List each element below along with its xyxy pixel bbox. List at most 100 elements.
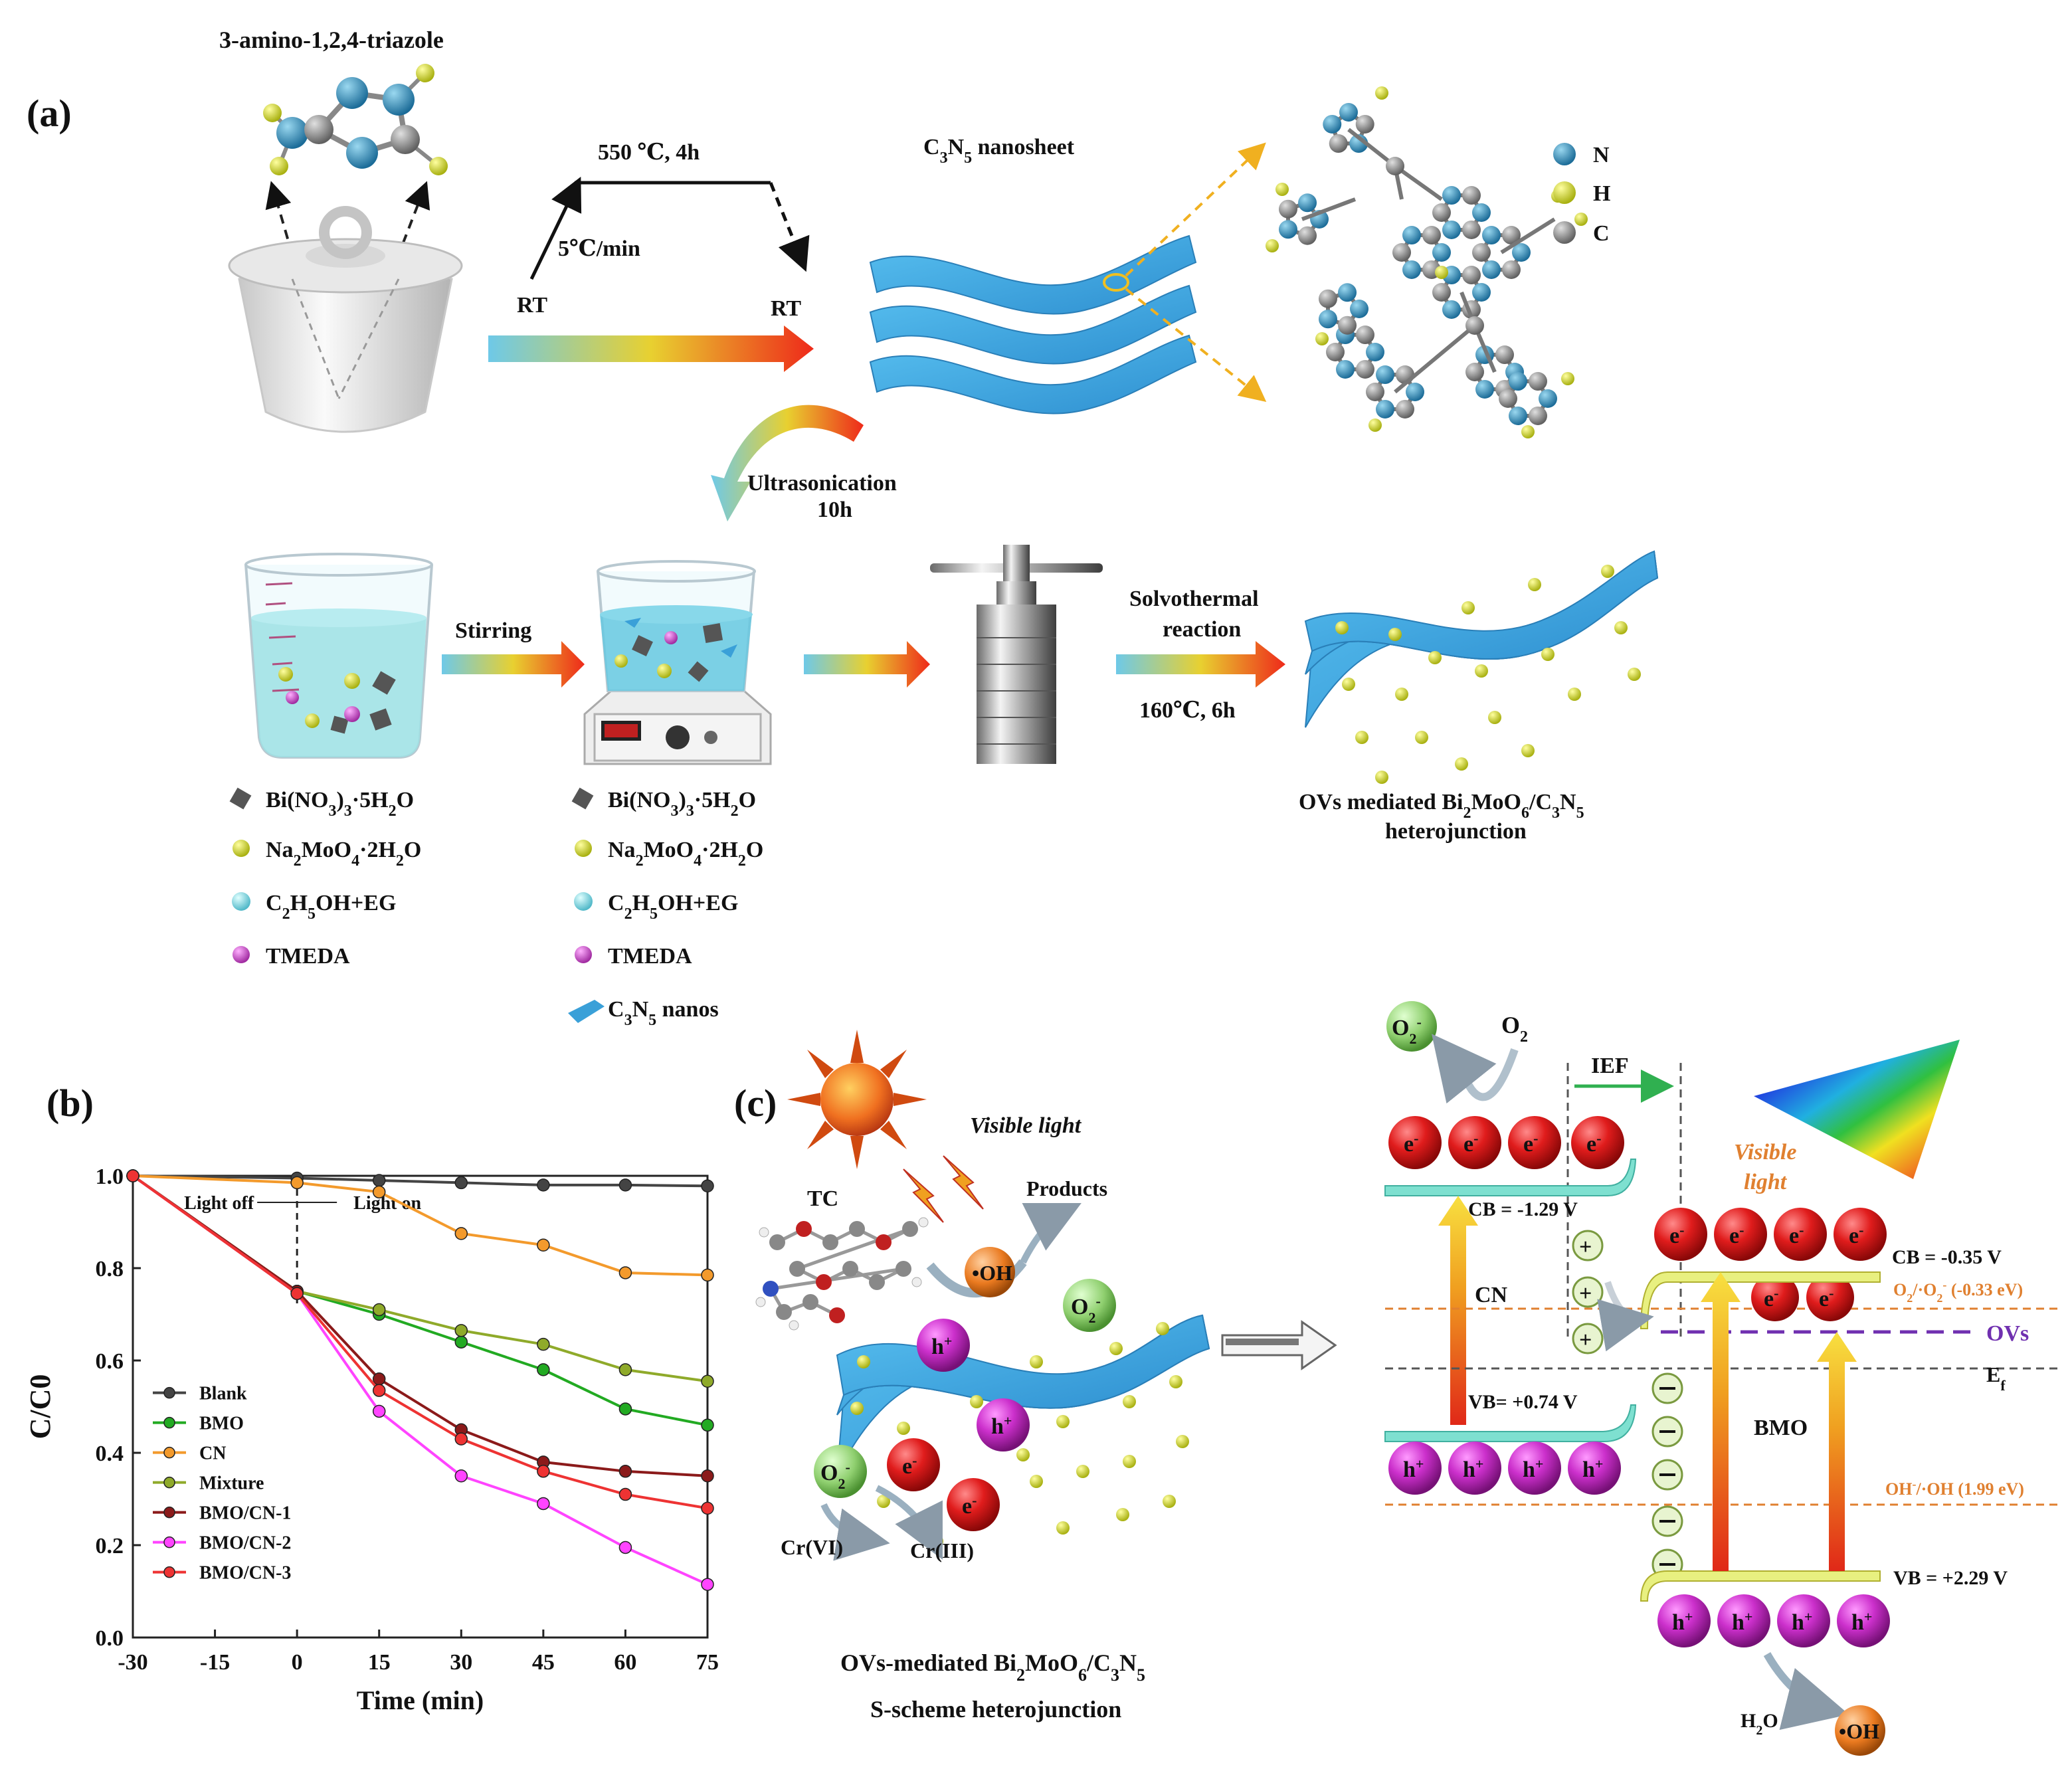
product-label-1: OVs mediated Bi2MoO6/C3N5 — [1299, 790, 1584, 822]
svg-text:+: + — [1579, 1235, 1592, 1260]
plot-frame — [132, 1174, 709, 1639]
x-tick-label: 0 — [292, 1650, 303, 1675]
bmo-electron-4 — [1834, 1208, 1887, 1261]
data-point — [537, 1465, 550, 1478]
bmo-hole-3 — [1777, 1594, 1830, 1647]
atom-h-label: H — [1593, 181, 1610, 206]
cn-cb-band — [1384, 1159, 1637, 1196]
tc-molecule — [755, 1217, 929, 1331]
bmo-electron-1 — [1654, 1208, 1707, 1261]
cn-electron-2 — [1448, 1116, 1501, 1169]
rt-start-label: RT — [517, 293, 547, 318]
data-point — [454, 1176, 468, 1190]
data-point — [618, 1541, 632, 1554]
x-tick-label: 45 — [532, 1650, 555, 1675]
panel-label-c: (c) — [734, 1081, 777, 1125]
y-tick-label: 0.6 — [96, 1349, 124, 1374]
transfer-arrow — [804, 641, 930, 688]
bmo-hole-4 — [1837, 1594, 1890, 1647]
data-point — [372, 1384, 386, 1397]
stirring-label: Stirring — [455, 618, 531, 643]
bmo-vb-label: VB = +2.29 V — [1893, 1567, 2008, 1589]
data-point — [701, 1179, 714, 1193]
c3n5-structure — [1266, 86, 1588, 438]
cn-cb-label: CB = -1.29 V — [1468, 1198, 1578, 1220]
visible-light-band-2: light — [1744, 1170, 1788, 1194]
data-point — [290, 1287, 304, 1300]
cn-hole-2 — [1448, 1442, 1501, 1495]
spectrum-fan — [1754, 1040, 1960, 1179]
x-tick-label: 15 — [368, 1650, 391, 1675]
legend-label: Blank — [199, 1384, 247, 1404]
y-axis-label: C/C0 — [24, 1374, 56, 1440]
products-label: Products — [1026, 1176, 1107, 1200]
data-point — [618, 1465, 632, 1478]
reagent-r-bi-swatch — [571, 787, 594, 810]
oh-radical-band-ball — [1835, 1705, 1885, 1756]
x-tick-label: 30 — [450, 1650, 472, 1675]
cn-excitation-arrow — [1438, 1196, 1478, 1425]
cn-hole-4 — [1568, 1442, 1621, 1495]
atom-legend: N H C — [1553, 143, 1610, 246]
beaker-precursors — [244, 553, 433, 759]
reagent-left-2: Na2MoO4·2H2O — [266, 838, 421, 870]
svg-text:+: + — [1579, 1328, 1592, 1353]
x-axis-label: Time (min) — [357, 1685, 484, 1715]
bmo-cb-label: CB = -0.35 V — [1892, 1246, 2002, 1268]
legend-label: Mixture — [199, 1473, 264, 1494]
bmo-excitation-arrow-2 — [1817, 1332, 1857, 1571]
atom-c-label: C — [1593, 221, 1610, 246]
light-bolts — [903, 1155, 984, 1223]
atom-n-label: N — [1593, 143, 1610, 167]
product-label-2: heterojunction — [1385, 819, 1527, 844]
reagent-r-tmeda-swatch — [575, 946, 592, 963]
series-line-cn — [132, 1174, 708, 1277]
data-point — [537, 1178, 550, 1192]
data-point — [454, 1469, 468, 1483]
x-tick-label: -15 — [200, 1650, 230, 1675]
ief-label: IEF — [1591, 1054, 1629, 1078]
cr3-label: Cr(III) — [910, 1539, 974, 1562]
data-point — [454, 1324, 468, 1337]
legend-marker — [163, 1536, 175, 1548]
data-point — [372, 1372, 386, 1386]
cn-vb-band — [1384, 1404, 1637, 1442]
program-hold-label: 550 ℃, 4h — [598, 140, 700, 165]
x-tick-label: -30 — [118, 1650, 147, 1675]
rt-end-label: RT — [771, 296, 801, 321]
oh-radical-band-label: •OH — [1839, 1719, 1879, 1743]
mechanism-caption-2: S-scheme heterojunction — [870, 1696, 1121, 1723]
reagent-right-5: C3N5 nanos — [608, 997, 719, 1029]
bmo-hole-1 — [1657, 1594, 1711, 1647]
data-point — [372, 1174, 386, 1187]
bmo-hole-2 — [1717, 1594, 1770, 1647]
data-point — [454, 1335, 468, 1349]
data-point — [618, 1266, 632, 1279]
bmo-electron-3 — [1774, 1208, 1827, 1261]
fermi-label: Ef — [1986, 1362, 2006, 1394]
electron-ball-1 — [887, 1438, 940, 1491]
bmo-vb-band — [1640, 1570, 1881, 1602]
reagent-right-4: TMEDA — [608, 944, 692, 969]
reagent-right-2: Na2MoO4·2H2O — [608, 838, 763, 870]
cn-vb-label: VB= +0.74 V — [1468, 1391, 1578, 1413]
x-tick-label: 75 — [696, 1650, 719, 1675]
reagent-tmeda-swatch — [233, 946, 250, 963]
cn-hole-1 — [1388, 1442, 1442, 1495]
bmo-excitation-arrow-1 — [1701, 1272, 1741, 1571]
o2-level-label: O2/·O2- (-0.33 eV) — [1893, 1278, 2023, 1305]
reagent-bi-swatch — [229, 787, 252, 810]
bmo-ov-electron-1 — [1751, 1273, 1799, 1321]
solvothermal-label-2: reaction — [1163, 617, 1241, 642]
water-label: H2O — [1741, 1710, 1778, 1738]
y-tick-label: 0.4 — [96, 1442, 124, 1466]
data-point — [701, 1469, 714, 1483]
y-tick-label: 0.8 — [96, 1257, 124, 1281]
autoclave-icon — [930, 545, 1103, 764]
data-point — [537, 1238, 550, 1252]
y-tick-label: 0.0 — [96, 1626, 124, 1651]
data-point — [537, 1337, 550, 1351]
data-point — [618, 1178, 632, 1192]
